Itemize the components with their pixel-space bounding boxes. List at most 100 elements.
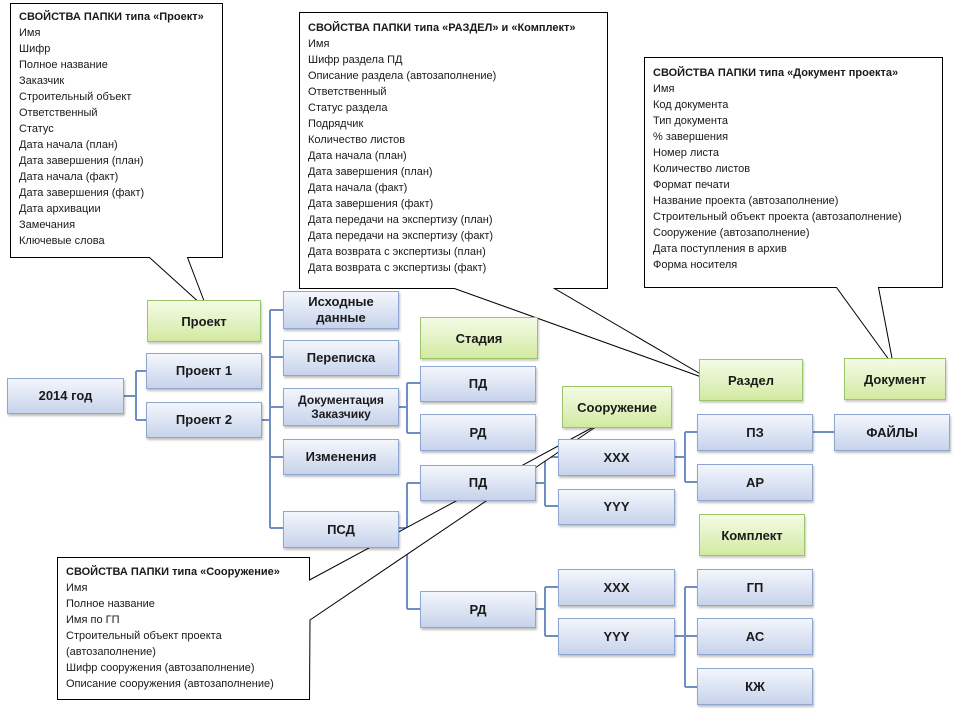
callout-item: % завершения	[653, 131, 729, 143]
node-stage-pd-lower[interactable]: ПД	[420, 465, 536, 501]
callout-item: Описание сооружения (автозаполнение)	[66, 678, 274, 690]
callout-item: Номер листа	[653, 147, 720, 159]
callout-item: Название проекта (автозаполнение)	[653, 195, 839, 207]
connector-pd-structures	[536, 456, 558, 507]
callout-item: Дата начала (факт)	[19, 171, 119, 183]
node-set-as[interactable]: АС	[697, 618, 813, 655]
connector-rd-structures	[536, 586, 558, 637]
connector-xxx-sections	[675, 431, 697, 483]
callout-project-title: СВОЙСТВА ПАПКИ типа «Проект»	[19, 11, 204, 23]
node-set-kzh[interactable]: КЖ	[697, 668, 813, 705]
node-structure-xxx-1[interactable]: XXX	[558, 439, 675, 476]
node-structure-yyy-2[interactable]: YYY	[558, 618, 675, 655]
callout-item: (автозаполнение)	[66, 646, 156, 658]
callout-document: СВОЙСТВА ПАПКИ типа «Документ проекта» И…	[645, 60, 942, 278]
connector-yyy-sets	[675, 586, 697, 688]
connector-year-projects	[124, 370, 146, 421]
callout-item: Количество листов	[653, 163, 751, 175]
node-files[interactable]: ФАЙЛЫ	[834, 414, 950, 451]
node-stage-pd-upper[interactable]: ПД	[420, 366, 536, 402]
callout-item: Дата возврата с экспертизы (план)	[308, 246, 486, 258]
callout-item: Дата архивации	[19, 203, 101, 215]
callout-document-title: СВОЙСТВА ПАПКИ типа «Документ проекта»	[653, 67, 899, 79]
callout-item: Имя по ГП	[66, 614, 120, 626]
callout-item: Дата завершения (план)	[19, 155, 144, 167]
callout-structure-shape	[57, 420, 605, 700]
callout-project-shape	[10, 3, 223, 311]
type-label-section: Раздел	[699, 359, 803, 401]
callout-item: Дата завершения (факт)	[19, 187, 145, 199]
callout-item: Полное название	[66, 598, 155, 610]
node-stage-rd-lower[interactable]: РД	[420, 591, 536, 628]
callout-item: Количество листов	[308, 134, 406, 146]
callout-item: Строительный объект проекта (автозаполне…	[653, 211, 902, 223]
callout-item: Подрядчик	[308, 118, 364, 130]
callout-item: Статус раздела	[308, 102, 388, 114]
node-section-pz[interactable]: ПЗ	[697, 414, 813, 451]
type-label-set: Комплект	[699, 514, 805, 556]
node-project-1[interactable]: Проект 1	[146, 353, 262, 389]
callout-item: Имя	[653, 83, 675, 95]
callout-item: Полное название	[19, 59, 108, 71]
callout-item: Дата передачи на экспертизу (план)	[308, 214, 493, 226]
node-section-ar[interactable]: АР	[697, 464, 813, 501]
type-label-stage: Стадия	[420, 317, 538, 359]
callout-item: Ответственный	[19, 107, 98, 119]
node-correspondence[interactable]: Переписка	[283, 340, 399, 376]
connector-project2-folders	[262, 309, 283, 529]
callout-item: Сооружение (автозаполнение)	[653, 227, 810, 239]
callout-item: Замечания	[19, 219, 76, 231]
callout-item: Форма носителя	[653, 259, 738, 271]
callout-section-title: СВОЙСТВА ПАПКИ типа «РАЗДЕЛ» и «Комплект…	[308, 22, 576, 34]
callout-item: Имя	[66, 582, 88, 594]
callout-section: СВОЙСТВА ПАПКИ типа «РАЗДЕЛ» и «Комплект…	[300, 15, 607, 281]
connector-customer-stages	[399, 382, 420, 434]
callout-item: Дата начала (план)	[308, 150, 407, 162]
node-structure-yyy-1[interactable]: YYY	[558, 489, 675, 525]
callout-structure-title: СВОЙСТВА ПАПКИ типа «Сооружение»	[66, 566, 280, 578]
callout-item: Строительный объект проекта	[66, 630, 222, 642]
callout-item: Имя	[308, 38, 330, 50]
callout-item: Дата возврата с экспертизы (факт)	[308, 262, 487, 274]
callout-section-shape	[299, 12, 713, 382]
type-label-project: Проект	[147, 300, 261, 342]
callout-item: Имя	[19, 27, 41, 39]
callout-item: Описание раздела (автозаполнение)	[308, 70, 497, 82]
callout-item: Дата завершения (план)	[308, 166, 433, 178]
node-stage-rd-upper[interactable]: РД	[420, 414, 536, 451]
callout-item: Ответственный	[308, 86, 387, 98]
callout-item: Тип документа	[653, 115, 729, 127]
node-year-2014[interactable]: 2014 год	[7, 378, 124, 414]
callout-item: Шифр сооружения (автозаполнение)	[66, 662, 255, 674]
callout-item: Ключевые слова	[19, 235, 105, 247]
callout-item: Формат печати	[653, 179, 730, 191]
node-psd[interactable]: ПСД	[283, 511, 399, 548]
callout-item: Шифр	[19, 43, 51, 55]
node-project-2[interactable]: Проект 2	[146, 402, 262, 438]
type-label-document: Документ	[844, 358, 946, 400]
callout-item: Статус	[19, 123, 54, 135]
node-changes[interactable]: Изменения	[283, 439, 399, 475]
callout-item: Код документа	[653, 99, 729, 111]
callout-shapes	[10, 3, 943, 700]
callout-item: Строительный объект	[19, 91, 132, 103]
callout-item: Дата начала (факт)	[308, 182, 408, 194]
node-customer-docs[interactable]: Документация Заказчику	[283, 388, 399, 426]
callout-item: Дата поступления в архив	[653, 243, 787, 255]
callout-item: Дата передачи на экспертизу (факт)	[308, 230, 494, 242]
callout-item: Дата начала (план)	[19, 139, 118, 151]
callout-item: Заказчик	[19, 75, 65, 87]
node-source-data[interactable]: Исходные данные	[283, 291, 399, 329]
node-set-gp[interactable]: ГП	[697, 569, 813, 606]
callout-item: Шифр раздела ПД	[308, 54, 403, 66]
node-structure-xxx-2[interactable]: XXX	[558, 569, 675, 606]
callout-document-shape	[644, 57, 943, 367]
type-label-structure: Сооружение	[562, 386, 672, 428]
callout-item: Дата завершения (факт)	[308, 198, 434, 210]
